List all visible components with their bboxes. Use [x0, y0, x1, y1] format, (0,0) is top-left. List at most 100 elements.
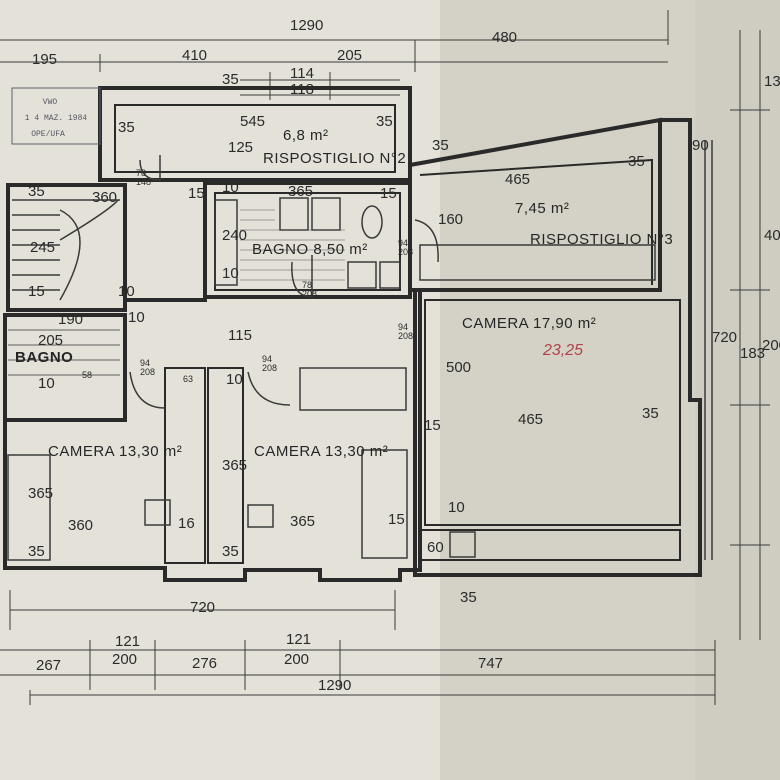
dim-cam-r-60: 60 [427, 539, 444, 556]
wardrobe-right [419, 244, 656, 281]
doors [129, 155, 439, 409]
dim-35-right-top: 35 [432, 137, 449, 154]
dim-right-183: 183 [740, 345, 765, 362]
bagno-main-label: BAGNO 8,50 m² [252, 241, 368, 258]
dim-cam-l-35: 35 [28, 543, 45, 560]
dim-top-410: 410 [182, 47, 207, 64]
dim-bot-121b: 121 [286, 631, 311, 648]
stamp-line-1: VWO [43, 98, 58, 107]
dim-cam-m-15: 15 [388, 511, 405, 528]
dim-top-35a: 35 [222, 71, 239, 88]
camera-mid-label: CAMERA 13,30 m² [254, 443, 388, 460]
ripostiglio3-name: RISPOSTIGLIO N°3 [530, 231, 673, 248]
dim-bath-10a: 10 [222, 179, 239, 196]
dim-bot-747: 747 [478, 655, 503, 672]
dim-bl-190: 190 [58, 311, 83, 328]
dim-stair-15: 15 [28, 283, 45, 300]
dim-cam-r-500: 500 [446, 359, 471, 376]
dim-r2-545: 545 [240, 113, 265, 130]
dim-r2-35l: 35 [118, 119, 135, 136]
ripostiglio2-name: RISPOSTIGLIO N°2 [263, 150, 406, 167]
dim-bot-total: 1290 [318, 677, 351, 694]
dim-hall-63: 63 [183, 374, 193, 384]
dimension-labels: 1290 195 410 205 480 35 114 118 35 545 3… [28, 17, 780, 694]
bagno-left-label: BAGNO [15, 349, 73, 366]
dim-top-205: 205 [337, 47, 362, 64]
dim-cam-m-365w: 365 [222, 457, 247, 474]
toilet [361, 205, 383, 239]
dim-cam-m-35: 35 [222, 543, 239, 560]
camera-right-note: 23,25 [542, 342, 583, 359]
stamp-line-3: OPE/UFA [31, 130, 65, 139]
dim-right-200: 200 [762, 337, 780, 354]
dim-hall-58: 58 [82, 370, 92, 380]
dim-bot-720: 720 [190, 599, 215, 616]
camera-left-label: CAMERA 13,30 m² [48, 443, 182, 460]
dim-top-total: 1290 [290, 17, 323, 34]
fixtures [7, 140, 713, 561]
dim-bot-200a: 200 [112, 651, 137, 668]
dim-cam-r-465: 465 [518, 411, 543, 428]
dim-cam-l-360: 360 [68, 517, 93, 534]
paper-sheet-edge [695, 0, 780, 780]
dim-r3-90: 90 [692, 137, 709, 154]
heater-right [449, 531, 476, 558]
bed-camera-mid-top [299, 367, 407, 411]
dim-bot-267: 267 [36, 657, 61, 674]
dim-stair-360: 360 [92, 189, 117, 206]
dim-cam-m-365: 365 [290, 513, 315, 530]
dimension-lines [0, 10, 770, 705]
ripostiglio2-area: 6,8 m² [283, 127, 329, 144]
dim-cam-r-35: 35 [642, 405, 659, 422]
dim-r2-125: 125 [228, 139, 253, 156]
dim-right-135: 135 [764, 73, 780, 90]
dim-cam-r-15: 15 [424, 417, 441, 434]
boiler [379, 261, 401, 289]
stamp-line-2: 1 4 MAZ. 1984 [25, 114, 88, 123]
desk-mid [247, 504, 274, 528]
dim-r3-35: 35 [628, 153, 645, 170]
bed-camera-mid [361, 449, 408, 559]
room-labels: 6,8 m² RISPOSTIGLIO N°2 7,45 m² RISPOSTI… [15, 127, 673, 460]
approval-stamp: VWO 1 4 MAZ. 1984 OPE/UFA [11, 87, 101, 145]
staircase [12, 199, 120, 301]
dim-bath-15b: 15 [380, 185, 397, 202]
dim-bl-10b: 10 [38, 375, 55, 392]
dim-cam-r-10: 10 [448, 499, 465, 516]
dim-bot-121a: 121 [115, 633, 140, 650]
dim-cam-l-16: 16 [178, 515, 195, 532]
dim-bot-200b: 200 [284, 651, 309, 668]
dim-bath-10b: 10 [222, 265, 239, 282]
dim-top-114: 114 [290, 65, 314, 82]
dim-stair-35: 35 [28, 183, 45, 200]
dim-r3-160: 160 [438, 211, 463, 228]
camera-right-label: CAMERA 17,90 m² [462, 315, 596, 332]
bathtub [214, 199, 238, 286]
dim-bath-240: 240 [222, 227, 247, 244]
dim-top-195: 195 [32, 51, 57, 68]
dim-bl-10: 10 [128, 309, 145, 326]
dim-bath-15a: 15 [188, 185, 205, 202]
dim-hall-115: 115 [228, 327, 252, 344]
ripostiglio3-area: 7,45 m² [515, 200, 569, 217]
dim-top-118: 118 [290, 81, 314, 98]
dim-top-480: 480 [492, 29, 517, 46]
washer [347, 261, 377, 289]
desk-left [144, 499, 171, 526]
dim-stair-245: 245 [30, 239, 55, 256]
dim-right-405: 405 [764, 227, 780, 244]
dim-r2-35r: 35 [376, 113, 393, 130]
dim-bl-205: 205 [38, 332, 63, 349]
bed-camera-left [7, 454, 51, 561]
dim-right-720: 720 [712, 329, 737, 346]
dim-stair-10: 10 [118, 283, 135, 300]
dim-cam-l-365: 365 [28, 485, 53, 502]
dim-bot-276: 276 [192, 655, 217, 672]
